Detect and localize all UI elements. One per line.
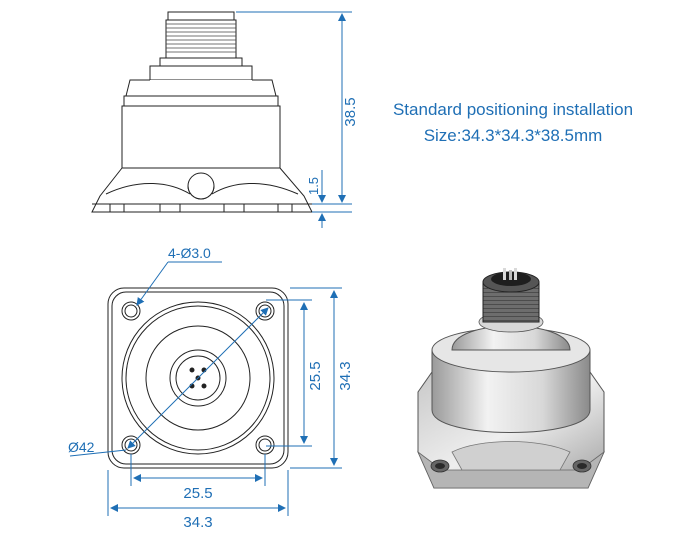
side-dimensions (236, 11, 352, 228)
outer-vertical-label: 34.3 (337, 361, 354, 390)
bottom-dimensions (69, 261, 342, 516)
inner-horizontal-label: 25.5 (183, 485, 212, 502)
sensor-render (417, 268, 605, 489)
height-dimension-label: 38.5 (342, 97, 359, 126)
outer-horizontal-label: 34.3 (183, 514, 212, 531)
circle-diameter-label: Ø42 (68, 439, 95, 455)
base-dimension-label: 1.5 (306, 177, 321, 195)
inner-vertical-label: 25.5 (307, 361, 324, 390)
caption-size: Size:34.3*34.3*38.5mm (423, 126, 603, 145)
hole-diameter-label: 4-Ø3.0 (168, 245, 211, 261)
caption-title: Standard positioning installation (392, 100, 634, 119)
side-view (91, 11, 313, 213)
